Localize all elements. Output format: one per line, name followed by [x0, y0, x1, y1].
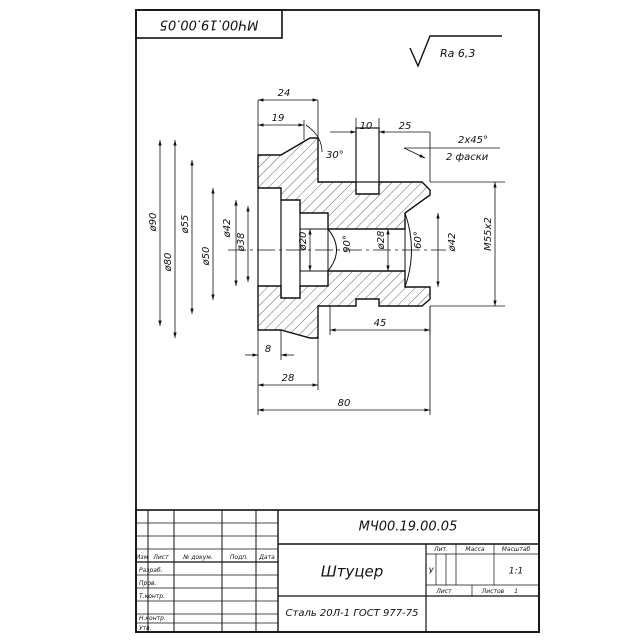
dim-10: 10 [360, 121, 373, 132]
dim-45: 45 [374, 318, 387, 329]
roughness-text: Ra 6,3 [440, 47, 475, 60]
col-date: Дата [258, 554, 275, 561]
sheets-value: 1 [514, 588, 518, 595]
top-code-text: МЧ00.19.00.05 [160, 17, 259, 32]
material: Сталь 20Л-1 ГОСТ 977-75 [286, 608, 419, 619]
row-utv: Утв. [139, 625, 152, 632]
dimensions [158, 98, 505, 415]
dim-28: 28 [282, 373, 295, 384]
dim-25: 25 [399, 121, 412, 132]
dim-dia-55: ø55 [180, 215, 191, 235]
row-tkontr: Т.контр. [139, 593, 165, 600]
dim-angle-30: 30° [326, 150, 344, 161]
dim-19: 19 [272, 113, 285, 124]
dim-thread: M55x2 [483, 217, 494, 251]
hdr-lit: Лит. [433, 546, 448, 553]
row-razrab: Разраб. [139, 567, 163, 574]
hdr-masshtab: Масштаб [502, 546, 531, 553]
dim-80: 80 [338, 398, 351, 409]
lit-value: У [429, 567, 435, 576]
dim-dia-20: ø20 [298, 232, 309, 252]
col-sign: Подп. [230, 554, 248, 561]
row-prov: Пров. [139, 580, 157, 587]
dim-dia-80: ø80 [163, 253, 174, 273]
sheets-label: Листов [481, 588, 505, 595]
dim-chamfer-note: 2 фаски [446, 152, 489, 163]
dim-angle-60: 60° [413, 231, 424, 249]
dim-dia-28: ø28 [376, 231, 387, 251]
dim-dia-38: ø38 [236, 233, 247, 253]
dim-dia-90: ø90 [148, 213, 159, 233]
dim-chamfer-size: 2x45° [458, 135, 488, 146]
roughness-symbol: Ra 6,3 [409, 35, 502, 68]
designation: МЧ00.19.00.05 [359, 520, 458, 535]
dim-dia-50: ø50 [201, 247, 212, 267]
col-list: Лист [152, 554, 169, 561]
title-block [135, 509, 540, 633]
hdr-massa: Масса [465, 546, 484, 553]
dim-dia-42-left: ø42 [222, 219, 233, 239]
dim-24: 24 [278, 88, 291, 99]
col-izm: Изм [136, 554, 149, 561]
title-block-text: МЧ00.19.00.05 Штуцер Сталь 20Л-1 ГОСТ 97… [136, 520, 531, 633]
part-section [228, 127, 446, 339]
sheet-label: Лист [435, 588, 452, 595]
dim-8: 8 [265, 344, 271, 355]
dim-dia-42-right: ø42 [447, 233, 458, 253]
scale-value: 1:1 [509, 567, 523, 577]
row-nkontr: Н.контр. [139, 615, 166, 622]
upper-half-section [257, 137, 431, 230]
sheet-frame [135, 9, 540, 633]
dimension-labels: 24 19 10 25 2x45° 2 фаски 30° ø90 ø80 ø5… [148, 88, 494, 409]
col-doc: № докум. [182, 554, 213, 561]
part-name: Штуцер [321, 563, 384, 581]
lower-half-section [257, 270, 431, 339]
dim-angle-90: 90° [342, 235, 353, 253]
top-code-box: МЧ00.19.00.05 [135, 9, 283, 39]
